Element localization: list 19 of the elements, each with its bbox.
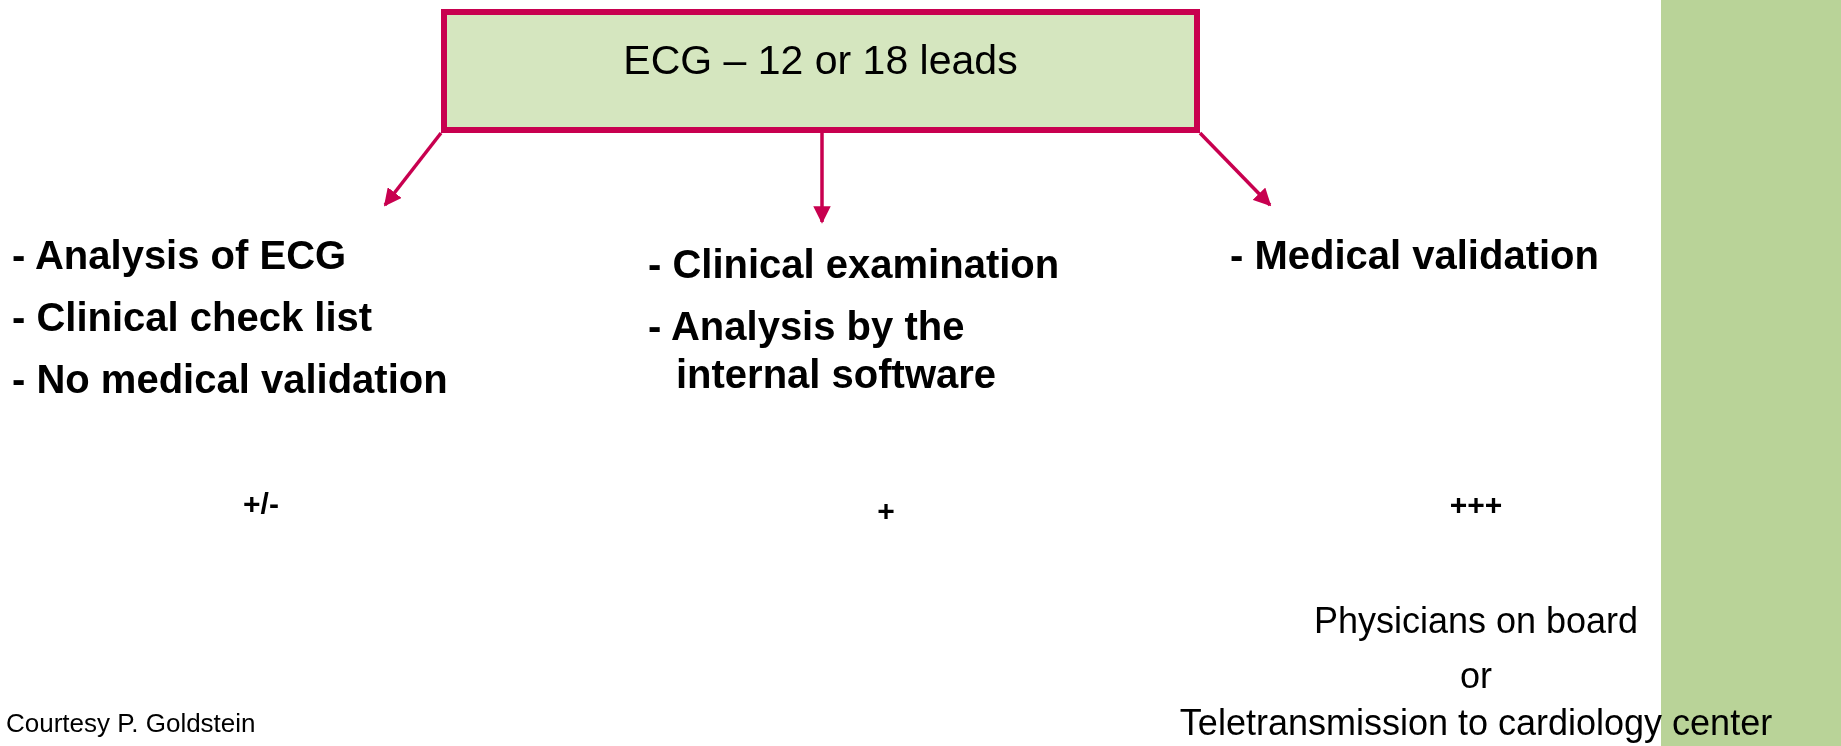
list-item: - No medical validation [12,356,449,403]
note-text: or [1460,655,1492,697]
process-box [441,9,1200,133]
arrow [383,131,443,207]
list-item: - Clinical examination [648,241,1061,288]
note-text: Physicians on board [1313,600,1639,642]
side-band [1661,0,1841,746]
arrow [813,133,831,224]
list-item: - Analysis by the internal software [648,303,998,398]
rating-mark: +/- [243,487,279,521]
arrow [1198,131,1272,207]
note-text: Teletransmission to cardiology center [1179,702,1773,744]
list-item: - Analysis of ECG [12,232,348,279]
list-item: - Clinical check list [12,294,374,341]
rating-mark: + [877,494,895,528]
box-title: ECG – 12 or 18 leads [623,37,1018,85]
credit-text: Courtesy P. Goldstein [6,708,256,739]
rating-mark: +++ [1449,488,1503,522]
list-item: - Medical validation [1230,232,1600,279]
